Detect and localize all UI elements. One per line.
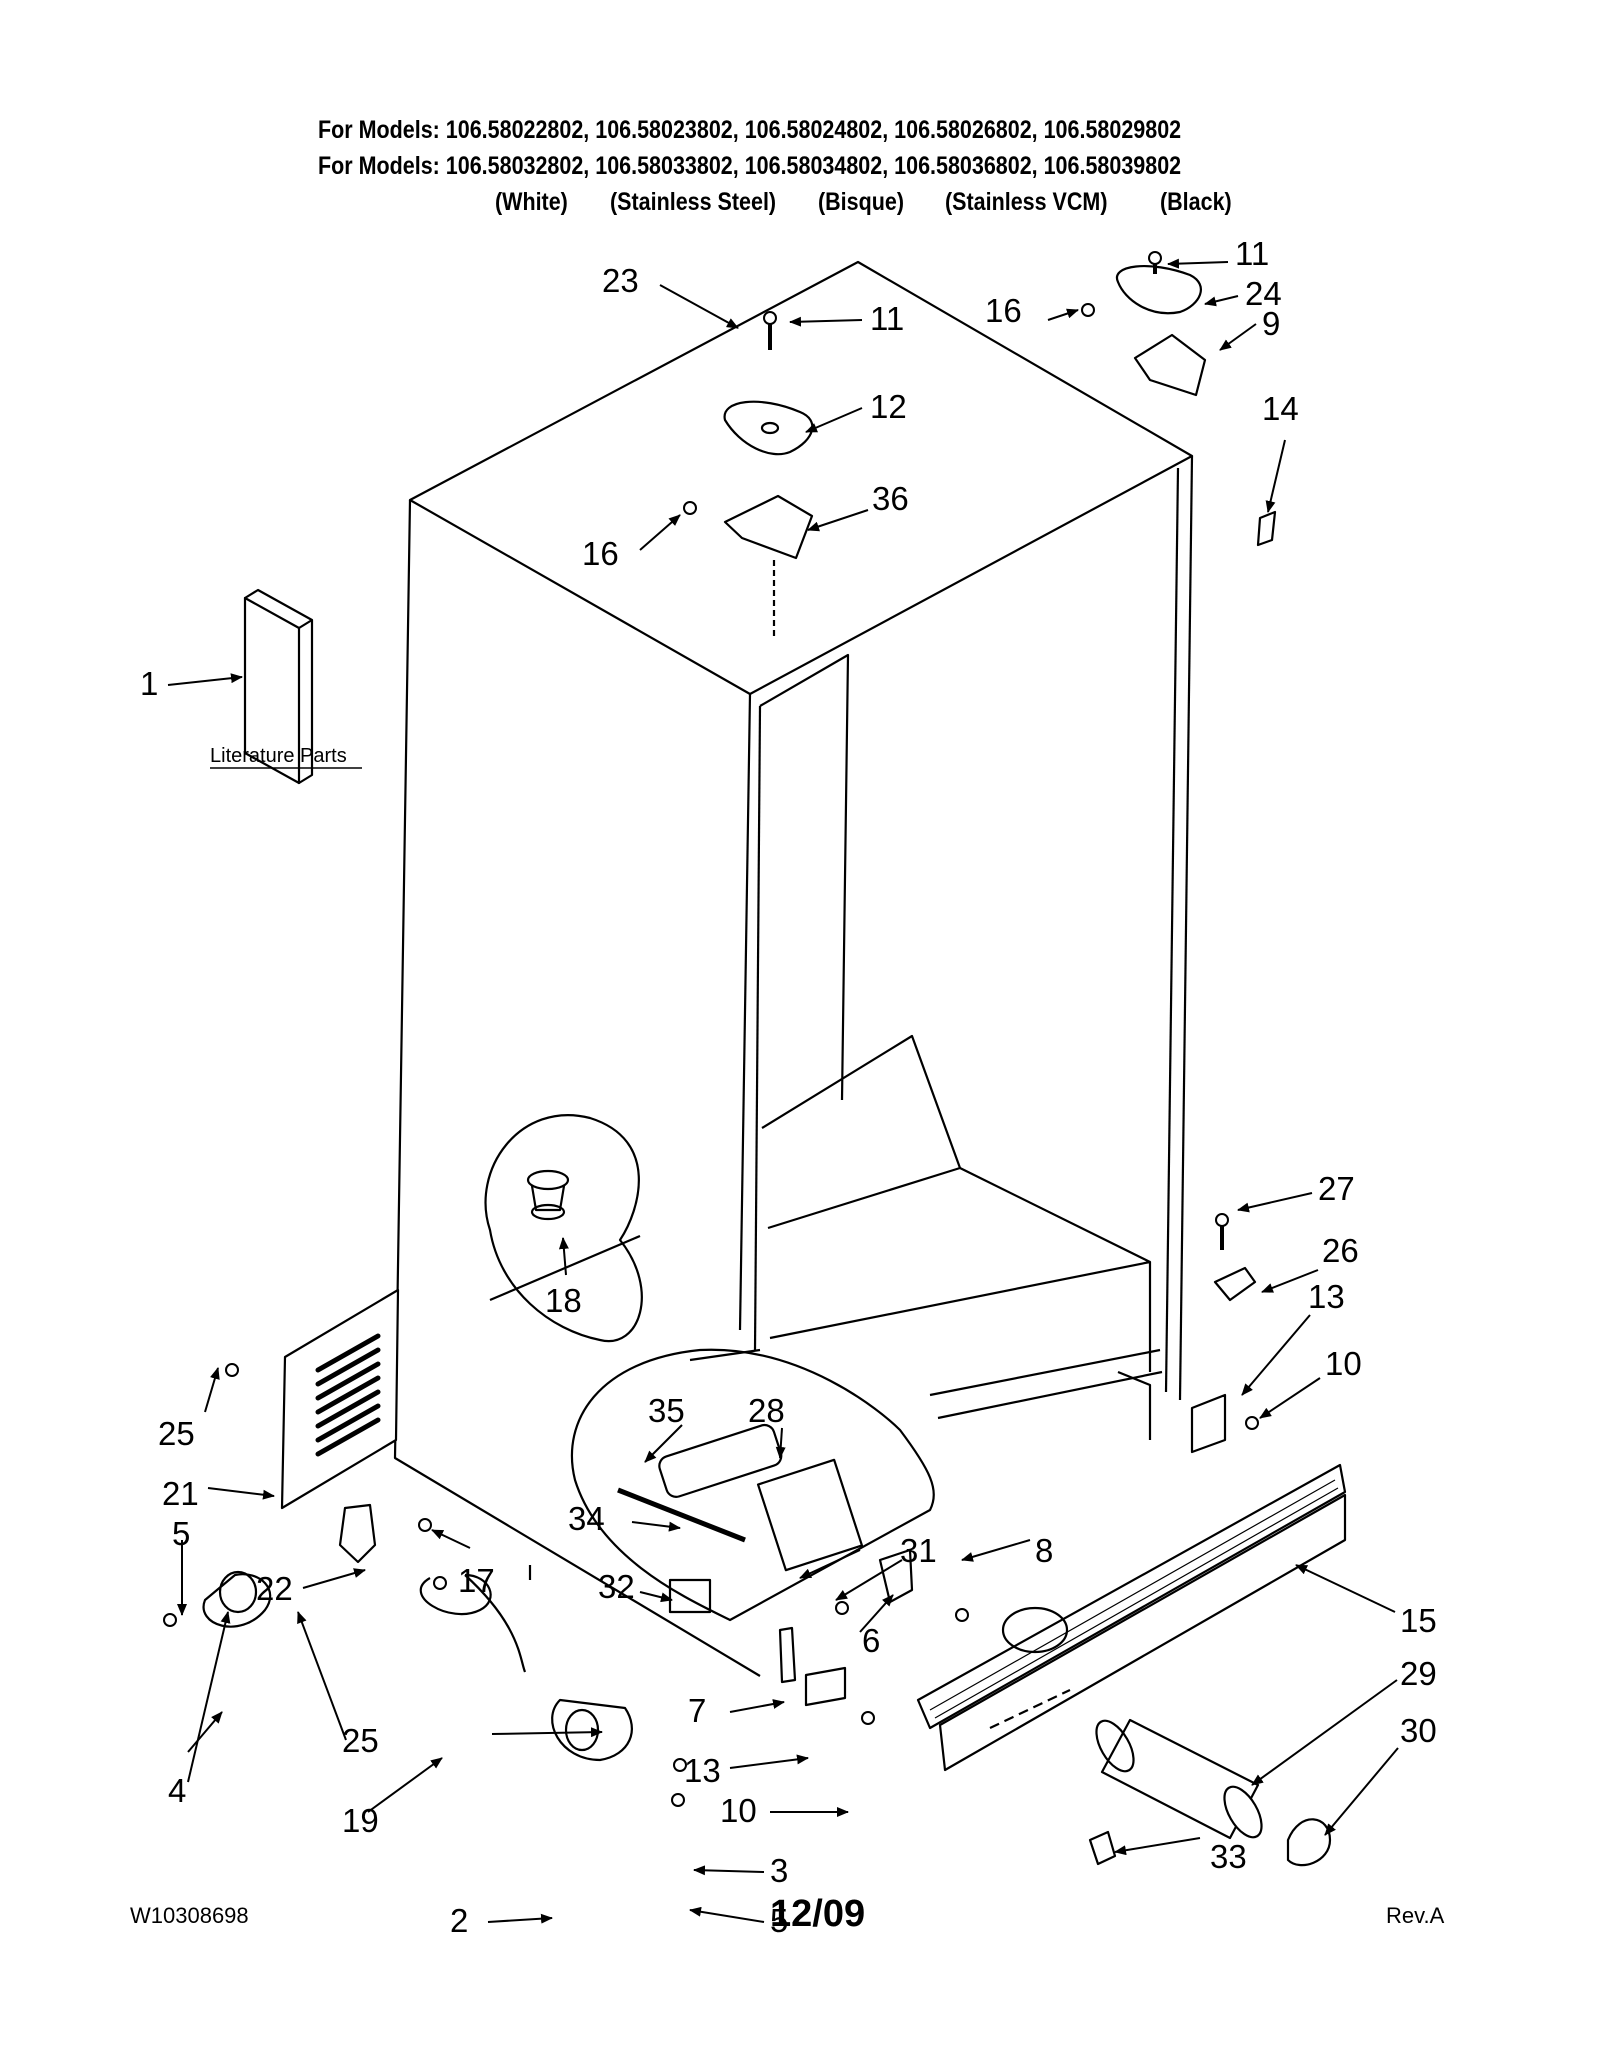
callout-10: 10 xyxy=(720,1792,757,1829)
upper-hinge-assembly xyxy=(723,258,1277,640)
variant-stainless-steel: (Stainless Steel) xyxy=(610,188,777,216)
callout-34: 34 xyxy=(568,1500,605,1537)
callout-14: 14 xyxy=(1262,390,1299,427)
cabinet xyxy=(393,260,1194,1677)
variant-white: (White) xyxy=(495,188,568,216)
callout-11: 11 xyxy=(1235,235,1269,272)
document-number: W10308698 xyxy=(130,1903,249,1928)
callout-18: 18 xyxy=(545,1282,582,1319)
lower-right-hinge-parts xyxy=(1190,1220,1257,1454)
callout-25: 25 xyxy=(342,1722,379,1759)
callout-23: 24 xyxy=(1245,275,1282,312)
rear-access-grille xyxy=(280,1288,400,1510)
variant-bisque: (Bisque) xyxy=(818,188,904,216)
callout-27: 27 xyxy=(1318,1170,1355,1207)
callout-11: 11 xyxy=(870,300,904,337)
models-line-2: For Models: 106.58032802, 106.58033802, … xyxy=(318,152,1182,180)
callout-2: 2 xyxy=(450,1902,468,1939)
callout-17: 17 xyxy=(458,1562,495,1599)
callout-25: 25 xyxy=(158,1415,195,1452)
callout-15: 15 xyxy=(1400,1602,1437,1639)
callout-16: 16 xyxy=(985,292,1022,329)
callout-32: 32 xyxy=(598,1568,635,1605)
callout-5: 5 xyxy=(770,1902,788,1939)
drain-grommet-detail xyxy=(484,1114,643,1343)
callout-21: 21 xyxy=(162,1475,199,1512)
callout-leaders xyxy=(167,258,1399,1924)
callout-28: 28 xyxy=(748,1392,785,1429)
callout-19: 19 xyxy=(342,1802,379,1839)
base-grille xyxy=(916,1463,1347,1772)
callout-30: 30 xyxy=(1400,1712,1437,1749)
callout-26: 26 xyxy=(1322,1232,1359,1269)
callout-36: 36 xyxy=(872,480,909,517)
models-line-1: For Models: 106.58022802, 106.58023802, … xyxy=(318,116,1182,144)
water-valve-cutaway xyxy=(570,1348,935,1622)
date-code: 12/09 xyxy=(770,1893,866,1935)
callout-6: 6 xyxy=(862,1622,880,1659)
callout-7: 8 xyxy=(1035,1532,1053,1569)
callout-31: 31 xyxy=(900,1532,937,1569)
lower-left-hardware xyxy=(202,1503,914,1762)
callout-10: 10 xyxy=(1325,1345,1362,1382)
callout-5: 5 xyxy=(172,1515,190,1552)
revision: Rev.A xyxy=(1386,1903,1445,1928)
literature-parts-booklet xyxy=(243,588,314,785)
callout-9: 9 xyxy=(1262,305,1280,342)
callout-24: 22 xyxy=(256,1570,293,1607)
callout-12: 12 xyxy=(870,388,907,425)
callout-3: 3 xyxy=(770,1852,788,1889)
variant-stainless-vcm: (Stainless VCM) xyxy=(945,188,1108,216)
callout-29: 29 xyxy=(1400,1655,1437,1692)
callout-35: 35 xyxy=(648,1392,685,1429)
callout-13: 13 xyxy=(684,1752,721,1789)
literature-parts-label: Literature Parts xyxy=(210,745,347,767)
callout-8: 7 xyxy=(688,1692,706,1729)
callout-22: 23 xyxy=(602,262,639,299)
callout-1: 1 xyxy=(140,665,158,702)
callout-4: 4 xyxy=(168,1772,186,1809)
screws xyxy=(163,251,1259,1807)
callout-13: 13 xyxy=(1308,1278,1345,1315)
callout-numbers: 23 11 12 16 36 1 16 11 24 9 14 27 26 13 … xyxy=(140,235,1437,1939)
callout-16: 16 xyxy=(582,535,619,572)
callout-33: 33 xyxy=(1210,1838,1247,1875)
variant-black: (Black) xyxy=(1160,188,1232,216)
water-filter-cartridge xyxy=(1088,1718,1332,1867)
